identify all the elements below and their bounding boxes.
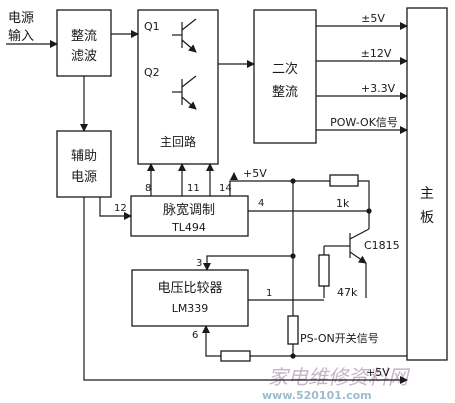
power-input-label-2: 输入 [8,28,34,44]
aux-to-pwm-wire [99,197,132,220]
q1-transistor-icon [172,18,197,53]
rectifier-block [56,9,112,77]
q2-transistor-icon [172,75,197,110]
main-loop-label: 主回路 [160,134,196,149]
pin-8-label: 8 [145,183,151,194]
output-powok-label: POW-OK信号 [330,116,398,129]
c1815-transistor-icon [339,228,370,298]
transistor-label: C1815 [364,239,400,252]
aux-label-2: 电源 [71,170,97,185]
secondary-label-2: 整流 [272,85,298,100]
pin-3-wire [203,255,293,271]
r1k-right-wire [358,180,370,214]
secondary-rectifier-block [253,9,317,144]
plus5v-rail-wire [229,180,330,196]
secondary-label-1: 二次 [272,61,298,77]
rectifier-label-1: 整流 [71,29,97,44]
pin-12-label: 12 [114,203,127,214]
r47k-label: 47k [337,286,358,299]
output-12v-label: ±12V [361,47,392,60]
pin-6-resistor [220,350,251,362]
output-3v3-label: +3.3V [361,82,396,95]
pwm-label-2: TL494 [171,221,206,234]
comparator-block [131,269,249,327]
pin-11-label: 11 [187,183,200,194]
pson-node-wire [250,344,294,357]
pson-label: PS-ON开关信号 [300,331,379,345]
aux-power-block [56,130,112,198]
mainboard-label-1: 主 [420,186,434,202]
power-input-label-1: 电源 [8,11,34,26]
pin-3-label: 3 [196,258,202,269]
plus5v-bottom-label: +5V [366,366,390,379]
plus5v-top-label: +5V [243,167,267,180]
r1k-label: 1k [336,197,350,210]
pin-1-label: 1 [266,288,272,299]
q1-label: Q1 [144,20,160,33]
rectifier-label-2: 滤波 [71,49,97,64]
output-5v-label: ±5V [361,12,385,25]
pin-14-label: 14 [219,183,232,194]
pin-4-label: 4 [258,198,264,209]
comparator-label-1: 电压比较器 [157,281,222,296]
pson-resistor [287,315,299,345]
q2-label: Q2 [144,66,160,79]
aux-label-1: 辅助 [71,149,97,164]
aux-to-mainboard-wire [83,197,408,384]
mainboard-label-2: 板 [420,210,434,226]
main-loop-block [137,9,219,165]
resistor-1k [329,174,359,187]
resistor-47k [318,254,330,287]
watermark-url: www.520101.com [262,389,372,402]
pin-6-wire [202,325,221,357]
mainboard-block [406,7,448,361]
comparator-label-2: LM339 [172,302,209,315]
watermark: 家电维修资料网 www.520101.com [262,365,411,402]
pwm-label-1: 脉宽调制 [163,202,215,218]
watermark-text: 家电维修资料网 [268,365,411,389]
pin-6-label: 6 [192,330,198,341]
